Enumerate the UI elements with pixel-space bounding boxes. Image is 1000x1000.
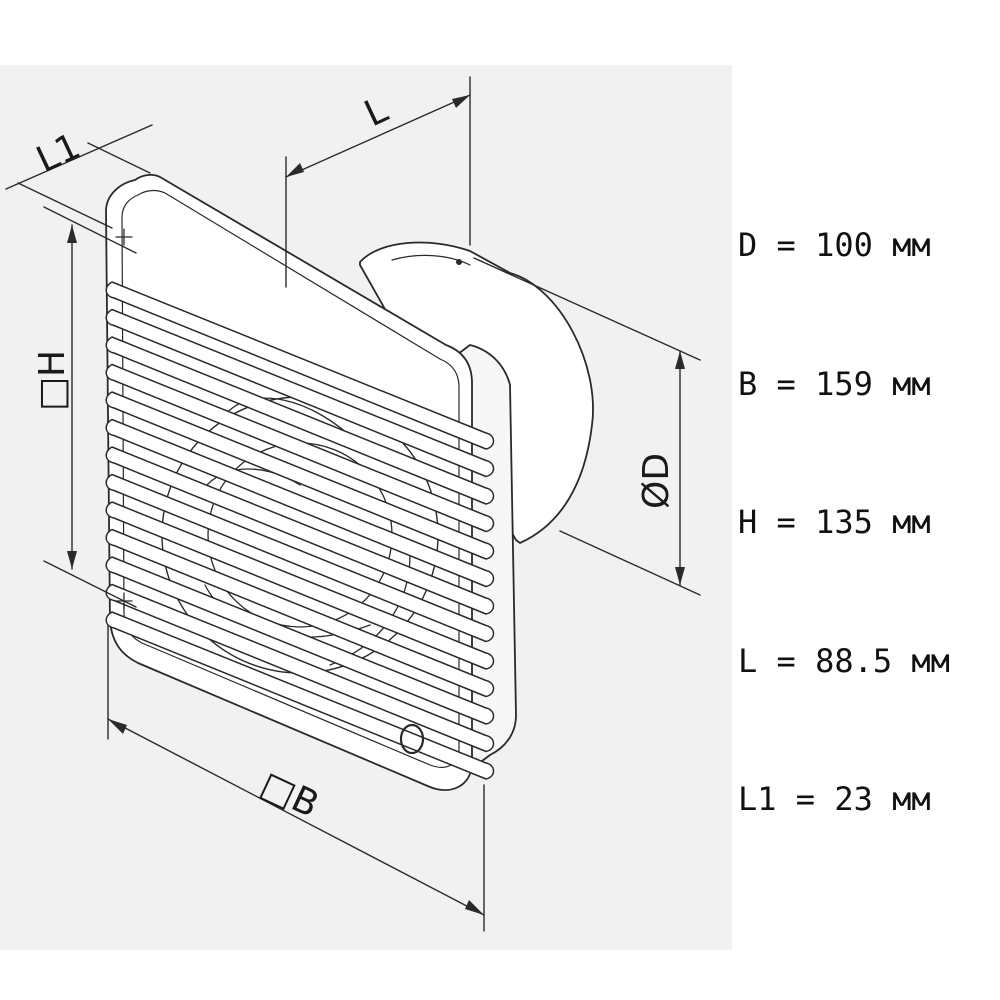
dim-D-ext-top: [473, 257, 701, 361]
louver-slat: [105, 473, 495, 643]
spec-list: D = 100 мм B = 159 мм H = 135 мм L = 88.…: [738, 215, 1000, 908]
louver-slat: [105, 418, 495, 588]
dim-H-arrowhead-top: [67, 225, 77, 243]
louver-slat: [105, 308, 495, 478]
dim-L1-ext-a: [5, 124, 153, 190]
dim-L1-ext-c: [87, 142, 151, 174]
louver-slat: [105, 391, 495, 560]
screw-mark: [456, 259, 462, 265]
louver-slat: [105, 501, 495, 670]
dim-B-arrowhead-left: [108, 719, 127, 734]
dim-label-L: L: [358, 90, 394, 136]
dim-L-arrowhead-right: [452, 95, 470, 108]
dim-B-arrow: [107, 718, 485, 916]
dim-L1-ext-b: [17, 182, 113, 229]
front-panel-inner-rim: [121, 189, 460, 768]
indicator-ring-icon: [399, 723, 425, 755]
louver-group: [105, 281, 495, 780]
dim-H-arrowhead-bottom: [67, 551, 77, 569]
spec-diameter: D = 100 мм: [738, 226, 931, 264]
dim-D-ext-bottom: [559, 530, 701, 596]
dim-H-ext-top: [43, 206, 137, 254]
dim-L-arrowhead-left: [286, 163, 304, 177]
spec-panel-depth: L1 = 23 мм: [738, 780, 931, 818]
dim-L-arrow: [285, 94, 471, 178]
louver-slat: [105, 528, 495, 698]
louver-slat: [105, 336, 495, 505]
louver-slat: [105, 556, 495, 725]
louver-slat: [105, 583, 495, 753]
spec-height: H = 135 мм: [738, 503, 931, 541]
louver-slat: [105, 281, 495, 450]
dim-label-L1: L1: [30, 126, 86, 181]
dim-label-D: ØD: [636, 453, 677, 509]
dim-D-arrowhead-top: [675, 351, 685, 369]
fan-body: [105, 173, 594, 791]
louver-slat: [105, 446, 495, 615]
spec-width: B = 159 мм: [738, 364, 931, 403]
dim-D-arrowhead-bottom: [675, 567, 685, 585]
spec-depth: L = 88.5 мм: [738, 641, 950, 680]
drawing-panel: L1 L □H ØD □B: [0, 65, 732, 950]
dim-label-B: □B: [254, 764, 325, 826]
dim-H-ext-bottom: [43, 560, 137, 608]
louver-slat: [105, 611, 495, 780]
dim-B-arrowhead-right: [465, 900, 484, 915]
dimension-lines: [5, 76, 701, 932]
alignment-cross-top: [115, 228, 133, 246]
louver-slat: [105, 363, 495, 533]
fan-dimension-drawing: L1 L □H ØD □B: [5, 76, 701, 932]
duct-spigot-edge: [391, 254, 471, 266]
dim-label-H: □H: [32, 350, 73, 411]
